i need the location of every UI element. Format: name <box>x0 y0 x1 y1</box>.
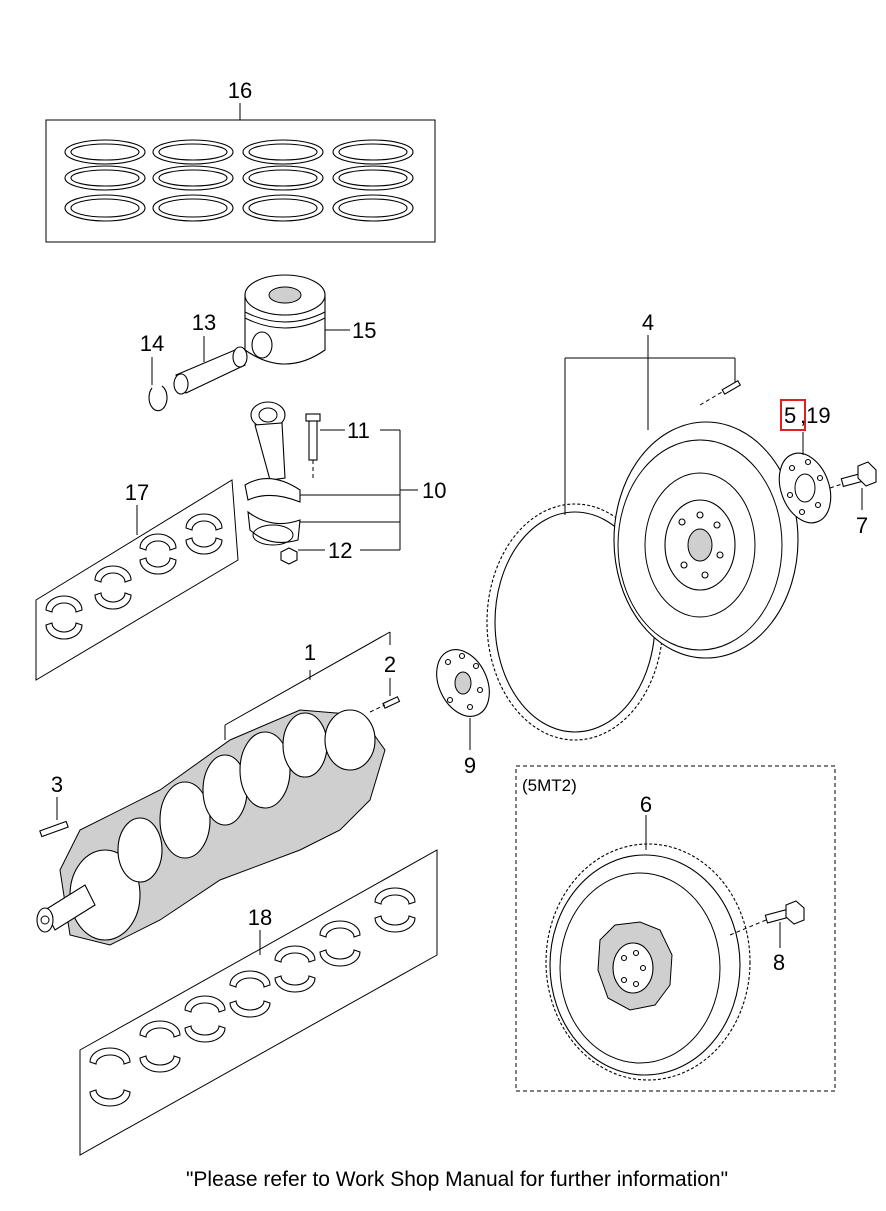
callout-8: 8 <box>773 950 785 975</box>
reinforcement-plate <box>778 432 832 524</box>
highlight-box <box>780 399 806 431</box>
crankshaft <box>36 631 391 946</box>
snap-ring <box>148 357 168 412</box>
rod-bolt <box>305 413 321 478</box>
callout-12: 12 <box>328 538 352 563</box>
callout-19: ,19 <box>800 403 831 428</box>
callout-17: 17 <box>125 480 149 505</box>
dowel-pin <box>369 678 401 713</box>
callout-9: 9 <box>464 753 476 778</box>
flywheel-bolt <box>829 461 877 510</box>
callout-14: 14 <box>140 331 164 356</box>
piston-ring-set-1 <box>64 139 146 222</box>
callout-10: 10 <box>422 478 446 503</box>
piston-ring-set-4 <box>332 139 414 222</box>
callout-1: 1 <box>304 640 316 665</box>
rod-leader-lines <box>298 429 418 551</box>
callout-15: 15 <box>352 318 376 343</box>
rod-bearing-lower-row <box>45 537 223 640</box>
callout-11: 11 <box>347 418 370 443</box>
connecting-rod <box>244 401 301 546</box>
rod-bearing-box <box>35 479 239 681</box>
main-bearing-box <box>79 849 438 1156</box>
callout-7: 7 <box>856 513 868 538</box>
footer-note: "Please refer to Work Shop Manual for fu… <box>186 1168 728 1191</box>
piston-ring-set-2 <box>152 139 234 222</box>
piston <box>244 274 350 365</box>
callout-5: 5 <box>784 403 796 428</box>
adapter-plate <box>436 649 490 750</box>
key <box>39 797 69 838</box>
callout-3: 3 <box>51 772 63 797</box>
rod-nut <box>280 547 298 565</box>
callout-13: 13 <box>192 310 216 335</box>
dual-mass-flywheel-bolt <box>729 900 805 948</box>
main-bearing-lower-row <box>89 915 416 1107</box>
callout-16: 16 <box>228 78 252 103</box>
callout-18: 18 <box>248 905 272 930</box>
piston-ring-set-3 <box>242 139 324 222</box>
callout-labels: 16 13 14 15 11 10 12 17 4 5 ,19 7 1 2 9 … <box>51 78 868 975</box>
rod-bearing-upper-row <box>45 513 223 613</box>
callout-6: 6 <box>640 792 652 817</box>
main-bearing-group <box>79 849 438 1156</box>
flywheel <box>613 335 799 659</box>
variant-label: (5MT2) <box>522 776 577 795</box>
main-bearing-upper-row <box>89 887 416 1065</box>
variant-5mt2-group <box>515 765 836 1092</box>
callout-4: 4 <box>642 310 654 335</box>
callout-2: 2 <box>384 652 396 677</box>
piston-ring-set-group <box>45 103 436 243</box>
dual-mass-flywheel <box>545 815 751 1081</box>
piston-pin <box>173 336 248 395</box>
rod-bearing-group <box>35 479 239 681</box>
